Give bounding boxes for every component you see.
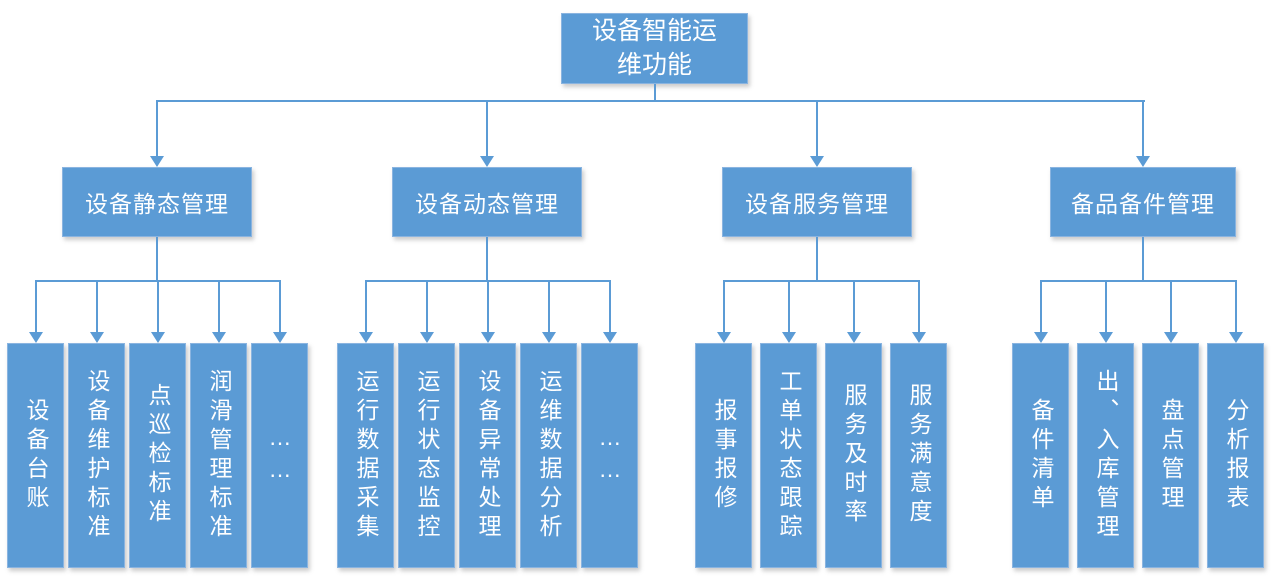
connector-arrowhead — [90, 332, 104, 343]
connector-arrowhead — [480, 156, 494, 167]
leaf-node: 运维数据分析 — [520, 343, 577, 568]
branch-node-label: 设备静态管理 — [85, 191, 229, 217]
connector-arrowhead — [717, 332, 731, 343]
connector-drop — [157, 280, 159, 333]
leaf-node: 设备异常处理 — [459, 343, 516, 568]
connector-arrowhead — [542, 332, 556, 343]
leaf-node-label: …… — [267, 423, 293, 488]
connector-branch-stem — [816, 237, 818, 281]
connector-arrowhead — [810, 156, 824, 167]
connector-arrowhead — [29, 332, 43, 343]
connector-drop — [1105, 280, 1107, 333]
connector-drop — [96, 280, 98, 333]
connector-drop — [816, 100, 818, 157]
connector-drop — [1040, 280, 1042, 333]
root-node-label: 设备智能运维功能 — [591, 16, 717, 79]
connector-drop — [548, 280, 550, 333]
connector-drop — [1142, 100, 1144, 157]
leaf-node-label: 盘点管理 — [1158, 397, 1184, 514]
leaf-node: 备件清单 — [1012, 343, 1069, 568]
leaf-node-label: 分析报表 — [1223, 397, 1249, 514]
leaf-node: 运行状态监控 — [398, 343, 455, 568]
leaf-node: 服务满意度 — [890, 343, 947, 568]
connector-drop — [918, 280, 920, 333]
leaf-node-label: 设备维护标准 — [84, 368, 110, 543]
leaf-node-label: …… — [597, 423, 623, 488]
connector-arrowhead — [1034, 332, 1048, 343]
connector-drop — [1170, 280, 1172, 333]
leaf-node: 设备台账 — [7, 343, 64, 568]
connector-drop — [723, 280, 725, 333]
connector-drop — [486, 100, 488, 157]
connector-root-stem — [654, 84, 656, 102]
connector-branch-stem — [1142, 237, 1144, 281]
leaf-node-label: 设备台账 — [23, 397, 49, 514]
branch-node-label: 设备动态管理 — [415, 191, 559, 217]
connector-drop — [35, 280, 37, 333]
connector-drop — [609, 280, 611, 333]
leaf-node-label: 工单状态跟踪 — [776, 368, 802, 543]
leaf-node-label: 运维数据分析 — [536, 368, 562, 543]
connector-arrowhead — [151, 332, 165, 343]
connector-arrowhead — [1229, 332, 1243, 343]
connector-arrowhead — [603, 332, 617, 343]
leaf-node: 报事报修 — [695, 343, 752, 568]
leaf-node-label: 润滑管理标准 — [206, 368, 232, 543]
branch-node-label: 设备服务管理 — [745, 191, 889, 217]
connector-arrowhead — [1164, 332, 1178, 343]
leaf-node-label: 服务及时率 — [841, 383, 867, 528]
connector-branch-stem — [156, 237, 158, 281]
connector-drop — [788, 280, 790, 333]
connector-branch-rail — [1040, 280, 1236, 282]
leaf-node: 分析报表 — [1207, 343, 1264, 568]
connector-root-rail — [157, 100, 1145, 102]
connector-drop — [853, 280, 855, 333]
leaf-node: 润滑管理标准 — [190, 343, 247, 568]
leaf-node: 服务及时率 — [825, 343, 882, 568]
connector-arrowhead — [273, 332, 287, 343]
branch-node-service: 设备服务管理 — [722, 167, 912, 237]
connector-branch-stem — [486, 237, 488, 281]
connector-drop — [218, 280, 220, 333]
connector-arrowhead — [782, 332, 796, 343]
connector-arrowhead — [150, 156, 164, 167]
leaf-node: 工单状态跟踪 — [760, 343, 817, 568]
leaf-node-label: 设备异常处理 — [475, 368, 501, 543]
branch-node-static: 设备静态管理 — [62, 167, 252, 237]
leaf-node: 出、入库管理 — [1077, 343, 1134, 568]
connector-drop — [279, 280, 281, 333]
leaf-node-label: 备件清单 — [1028, 397, 1054, 514]
connector-arrowhead — [481, 332, 495, 343]
leaf-node-label: 服务满意度 — [906, 383, 932, 528]
connector-arrowhead — [847, 332, 861, 343]
leaf-node-ellipsis: …… — [251, 343, 308, 568]
branch-node-dynamic: 设备动态管理 — [392, 167, 582, 237]
branch-node-spares: 备品备件管理 — [1050, 167, 1236, 237]
leaf-node-ellipsis: …… — [581, 343, 638, 568]
connector-arrowhead — [912, 332, 926, 343]
leaf-node-label: 点巡检标准 — [145, 383, 171, 528]
connector-drop — [365, 280, 367, 333]
leaf-node-label: 运行状态监控 — [414, 368, 440, 543]
leaf-node-label: 报事报修 — [711, 397, 737, 514]
connector-branch-rail — [723, 280, 919, 282]
connector-drop — [487, 280, 489, 333]
connector-arrowhead — [1136, 156, 1150, 167]
branch-node-label: 备品备件管理 — [1071, 191, 1215, 217]
leaf-node: 盘点管理 — [1142, 343, 1199, 568]
connector-drop — [1235, 280, 1237, 333]
leaf-node-label: 出、入库管理 — [1093, 368, 1119, 543]
leaf-node: 设备维护标准 — [68, 343, 125, 568]
connector-arrowhead — [1099, 332, 1113, 343]
connector-drop — [426, 280, 428, 333]
connector-arrowhead — [212, 332, 226, 343]
leaf-node: 运行数据采集 — [337, 343, 394, 568]
root-node: 设备智能运维功能 — [561, 13, 748, 84]
leaf-node: 点巡检标准 — [129, 343, 186, 568]
leaf-node-label: 运行数据采集 — [353, 368, 379, 543]
connector-arrowhead — [359, 332, 373, 343]
connector-drop — [156, 100, 158, 157]
connector-arrowhead — [420, 332, 434, 343]
